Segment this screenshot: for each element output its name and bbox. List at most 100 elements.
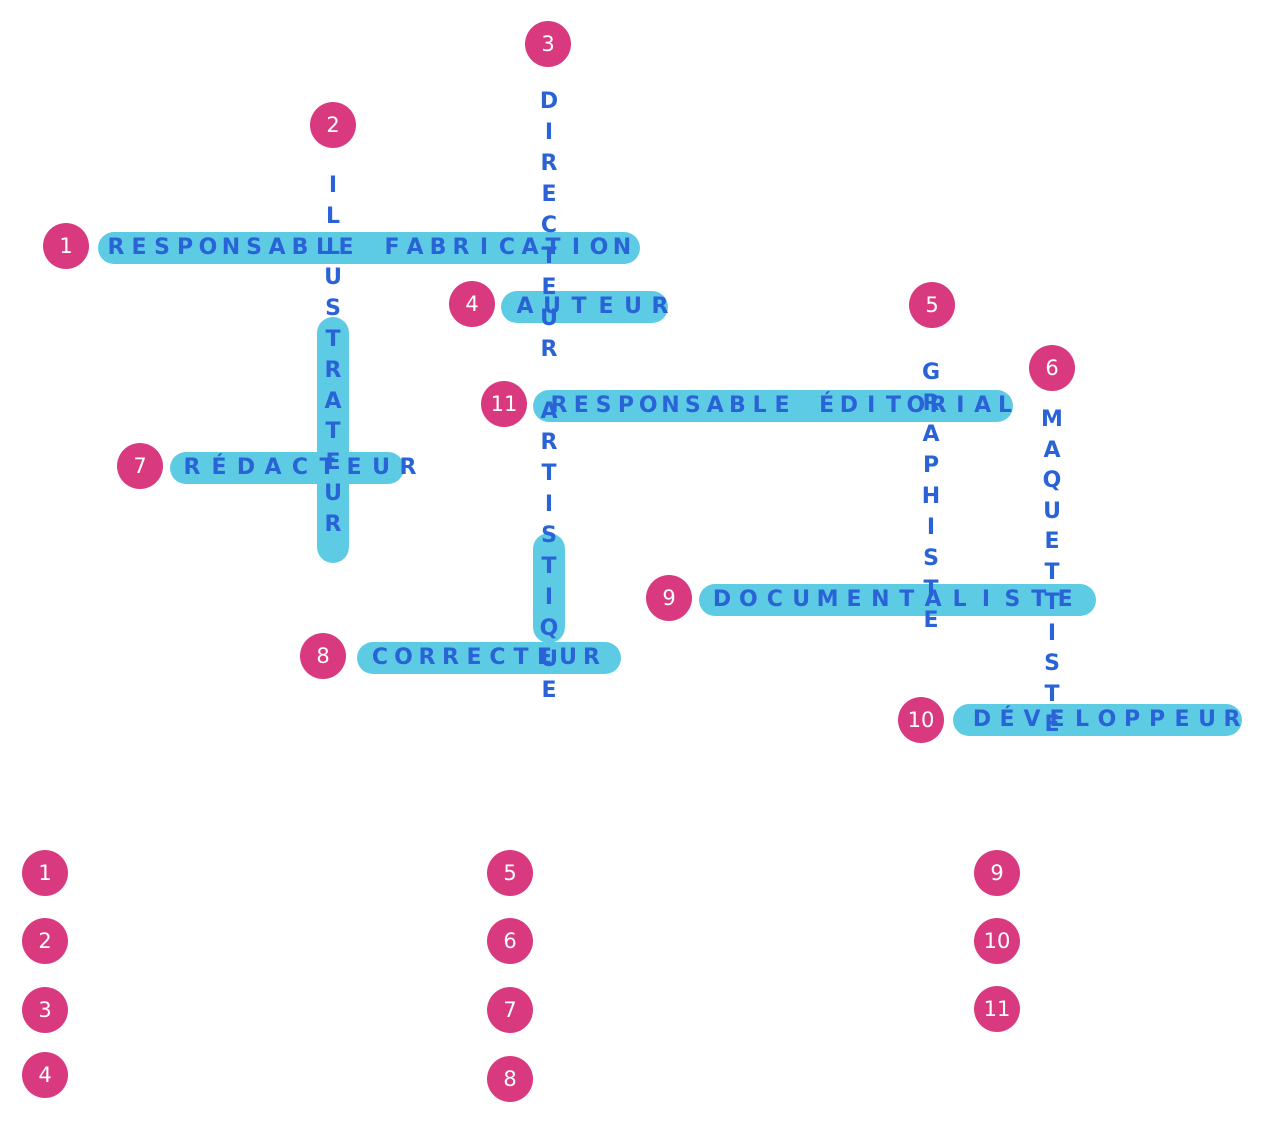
answer-slot-badge-2: 2 bbox=[22, 918, 68, 964]
word-5-letter: S bbox=[923, 546, 939, 571]
answer-slot-badge-9: 9 bbox=[974, 850, 1020, 896]
word-10-letter: P bbox=[1123, 707, 1141, 732]
word-5-letter: A bbox=[922, 422, 940, 447]
word-3-letter: T bbox=[541, 554, 557, 579]
word-1-letter: F bbox=[384, 235, 400, 260]
word-5-letter: E bbox=[923, 608, 939, 633]
word-11-letter: I bbox=[956, 393, 965, 418]
word-4-letter: T bbox=[571, 294, 587, 319]
word-9-letter: I bbox=[981, 587, 991, 612]
word-9-letter: E bbox=[846, 587, 862, 612]
word-11-letter: B bbox=[729, 393, 746, 418]
word-10-letter: P bbox=[1148, 707, 1166, 732]
word-6-letter: E bbox=[1044, 712, 1060, 737]
word-3-letter: C bbox=[540, 213, 558, 238]
word-1-letter: B bbox=[429, 235, 447, 260]
word-2-letter: L bbox=[325, 203, 341, 229]
word-3-letter: E bbox=[541, 275, 557, 300]
word-9-letter: T bbox=[899, 587, 915, 612]
word-10-letter: U bbox=[1198, 707, 1216, 732]
word-1-letter: A bbox=[406, 235, 424, 260]
word-1-letter: N bbox=[612, 235, 632, 260]
word-8-letter: C bbox=[489, 645, 506, 670]
word-8-letter: T bbox=[513, 645, 529, 670]
word-11-letter: E bbox=[573, 393, 589, 418]
word-8-letter: C bbox=[371, 645, 389, 670]
word-1-letter: I bbox=[479, 235, 489, 260]
word-10-letter: D bbox=[972, 707, 992, 732]
word-3-letter: I bbox=[544, 492, 554, 517]
word-1-letter: I bbox=[571, 235, 581, 260]
word-11-letter: S bbox=[684, 393, 701, 418]
word-10-letter: O bbox=[1097, 707, 1117, 732]
word-2-letter: R bbox=[324, 511, 342, 537]
word-10-letter: R bbox=[1223, 707, 1241, 732]
word-1-letter: E bbox=[338, 235, 354, 260]
word-11-letter: D bbox=[839, 393, 859, 418]
word-9-letter: U bbox=[792, 587, 811, 612]
word-3-letter: R bbox=[540, 430, 558, 455]
word-2-letter: I bbox=[328, 173, 338, 198]
answer-slot-badge-7: 7 bbox=[487, 987, 533, 1033]
word-bar-3 bbox=[533, 533, 565, 643]
clue-number-badge-9: 9 bbox=[646, 575, 692, 621]
word-6-letter: T bbox=[1044, 559, 1060, 585]
answer-slot-badge-3: 3 bbox=[22, 987, 68, 1033]
answer-slot-badge-1: 1 bbox=[22, 850, 68, 896]
word-2-letter: E bbox=[325, 450, 341, 476]
word-3-letter: Q bbox=[539, 616, 559, 641]
word-9-letter: O bbox=[739, 587, 758, 612]
clue-number-badge-5: 5 bbox=[909, 282, 955, 328]
word-8-letter: E bbox=[536, 645, 553, 670]
word-2-letter: T bbox=[325, 419, 341, 445]
word-2-letter: U bbox=[324, 265, 342, 291]
word-11-letter: A bbox=[974, 393, 992, 418]
word-1-letter: T bbox=[545, 235, 561, 260]
word-bar-9 bbox=[699, 584, 1096, 616]
word-3-letter: T bbox=[541, 461, 557, 486]
word-7-letter: É bbox=[211, 455, 227, 480]
word-1-letter: C bbox=[498, 235, 516, 260]
word-9-letter: T bbox=[1031, 587, 1047, 612]
word-2-letter: U bbox=[324, 481, 342, 506]
word-1-letter: L bbox=[315, 235, 331, 260]
word-9-letter: C bbox=[766, 587, 783, 612]
word-8-letter: E bbox=[466, 645, 482, 670]
word-bar-2 bbox=[317, 317, 349, 563]
word-1-letter: O bbox=[198, 235, 218, 260]
word-5-letter: T bbox=[923, 577, 939, 602]
word-11-letter: S bbox=[595, 393, 612, 418]
word-1-letter: R bbox=[107, 235, 125, 260]
word-2-letter: L bbox=[325, 234, 341, 260]
word-9-letter: E bbox=[1057, 587, 1073, 612]
word-3-letter: I bbox=[544, 585, 554, 610]
word-1-letter: B bbox=[291, 235, 309, 260]
word-bar-10 bbox=[953, 704, 1242, 736]
word-7-letter: E bbox=[346, 455, 362, 480]
word-7-letter: C bbox=[291, 455, 309, 480]
word-5-letter: G bbox=[921, 360, 941, 385]
word-6-letter: T bbox=[1044, 681, 1060, 707]
word-6-letter: U bbox=[1043, 498, 1061, 524]
clue-number-badge-10: 10 bbox=[898, 697, 944, 743]
word-7-letter: A bbox=[264, 455, 282, 480]
word-6-letter: A bbox=[1043, 437, 1061, 463]
word-1-letter: N bbox=[221, 235, 241, 260]
word-3-letter: E bbox=[541, 182, 557, 207]
answer-slot-badge-8: 8 bbox=[487, 1056, 533, 1102]
word-4-letter: U bbox=[624, 294, 642, 319]
word-1-letter: A bbox=[521, 235, 539, 260]
word-11-letter: É bbox=[819, 393, 835, 418]
word-10-letter: E bbox=[1049, 707, 1065, 732]
word-1-letter: S bbox=[246, 235, 262, 260]
word-10-letter: E bbox=[1174, 707, 1190, 732]
clue-number-badge-2: 2 bbox=[310, 102, 356, 148]
word-10-letter: L bbox=[1074, 707, 1090, 732]
word-11-letter: N bbox=[661, 393, 680, 418]
answer-slot-badge-10: 10 bbox=[974, 918, 1020, 964]
word-6-letter: T bbox=[1044, 590, 1060, 615]
word-11-letter: R bbox=[929, 393, 947, 418]
clue-number-badge-6: 6 bbox=[1029, 345, 1075, 391]
word-11-letter: I bbox=[867, 393, 876, 418]
word-5-letter: R bbox=[922, 391, 940, 416]
